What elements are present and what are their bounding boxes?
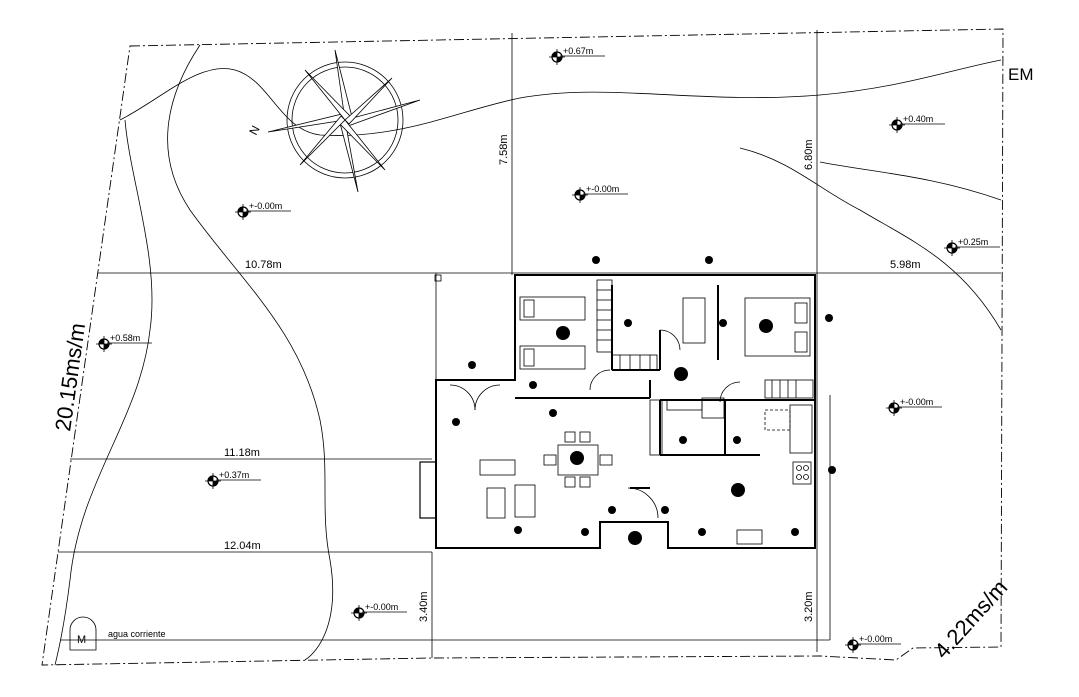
frontage-left: 20.15ms/m: [50, 321, 90, 432]
dim-5-98: 5.98m: [890, 259, 921, 271]
dim-12-04: 12.04m: [224, 540, 261, 552]
level-marker: +0.37m: [205, 470, 261, 489]
terrain-contours: [54, 44, 1002, 666]
level-label: +0.37m: [219, 470, 249, 480]
electrical-points: [452, 256, 836, 545]
dim-11-18: 11.18m: [224, 447, 260, 459]
level-marker: +-0.00m: [351, 602, 407, 621]
furniture: [449, 279, 814, 545]
corner-label-em: EM: [1008, 65, 1034, 84]
dim-3-20: 3.20m: [803, 591, 815, 622]
reference-lines: [58, 30, 1001, 658]
level-marker: +0.25m: [944, 237, 1000, 256]
level-marker: +0.40m: [889, 114, 945, 133]
meter-label: M: [77, 634, 86, 646]
level-marker: +0.67m: [549, 46, 605, 65]
level-label: +0.58m: [110, 333, 140, 343]
north-label: N: [246, 123, 262, 137]
water-supply-label: agua corriente: [108, 629, 166, 639]
north-compass: N: [246, 49, 421, 193]
level-marker: +0.58m: [96, 333, 152, 352]
level-label: +0.67m: [563, 46, 593, 56]
level-label: +-0.00m: [859, 634, 892, 644]
level-label: +0.40m: [903, 114, 933, 124]
level-marker: +-0.00m: [235, 201, 291, 220]
level-marker: +-0.00m: [572, 184, 628, 203]
property-boundary: [41, 28, 1004, 666]
level-marker: +-0.00m: [845, 634, 901, 653]
house-walls: [419, 274, 816, 549]
level-label: +-0.00m: [586, 184, 619, 194]
corner-marker: [434, 274, 442, 282]
dim-3-40: 3.40m: [418, 591, 430, 622]
level-label: +-0.00m: [365, 602, 398, 612]
level-markers: +0.67m +-0.00m +0.40m +0.25m +-0.00m +0.58m +-…: [96, 46, 1000, 653]
level-label: +0.25m: [958, 237, 988, 247]
dim-7-58: 7.58m: [498, 134, 510, 165]
dim-10-78: 10.78m: [245, 259, 282, 271]
window-left: [419, 461, 437, 519]
level-label: +-0.00m: [900, 397, 933, 407]
frontage-right: 4.22ms/m: [929, 575, 1012, 664]
level-label: +-0.00m: [249, 201, 282, 211]
water-meter-box: [69, 616, 97, 651]
dim-6-80: 6.80m: [803, 139, 815, 170]
level-marker: +-0.00m: [886, 397, 942, 416]
